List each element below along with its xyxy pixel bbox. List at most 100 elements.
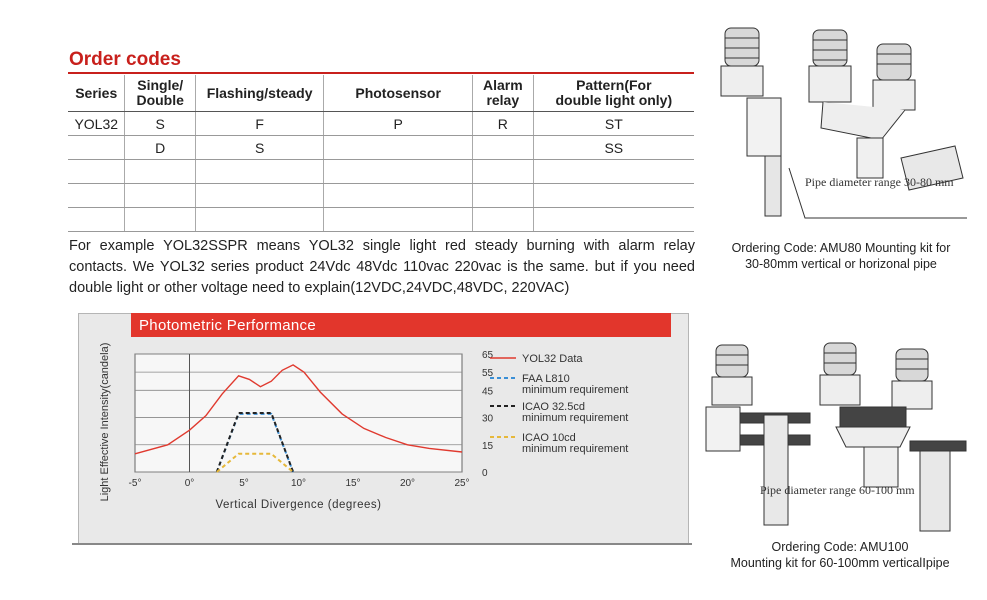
legend-label: YOL32 Data [522,353,583,365]
table-header-row: Series Single/Double Flashing/steady Photos… [68,75,694,112]
y-tick-label: 30 [482,414,494,425]
obstruction-light-icon [891,348,933,410]
y-tick-label: 65 [482,350,494,361]
chart-title-banner: Photometric Performance [131,313,671,337]
x-tick-label: -5° [129,478,142,489]
obstruction-light-icon [808,29,852,103]
table-cell: S [124,111,196,136]
legend-label: ICAO 10cd [522,432,576,444]
pipe-range-label: Pipe diameter range 60-100 mm [760,483,915,497]
example-paragraph: For example YOL32SSPR means YOL32 single… [69,238,695,296]
table-cell [471,135,534,160]
y-axis-label: Light Effective Intensity(candela) [99,343,111,502]
legend-sublabel: minimum requirement [522,412,628,424]
legend-sublabel: minimum requirement [522,443,628,455]
table-cell: S [194,135,324,160]
table-cell: SS [532,135,694,160]
amu100-caption: Ordering Code: AMU100 Mounting kit for 6… [700,539,980,571]
column-header-line: Flashing/steady [206,84,313,101]
column-header: Single/Double [124,75,196,112]
column-header-line: Single/ [137,77,184,93]
x-tick-label: 0° [185,478,195,489]
chart-title: Photometric Performance [139,317,316,334]
table-cell [471,183,534,208]
table-cell [323,183,473,208]
x-tick-label: 5° [239,478,249,489]
column-header-line: Series [75,84,118,101]
table-cell [471,207,534,232]
table-row [68,159,694,184]
table-cell [194,207,324,232]
amu80-mounting-kit-image: Pipe diameter range 30-80 mm [720,27,967,219]
table-cell [323,159,473,184]
order-title-rule [68,72,694,74]
table-cell: F [194,111,324,136]
table-cell [124,207,196,232]
y-tick-label: 15 [482,441,494,452]
y-tick-label: 0 [482,468,488,479]
table-cell [323,135,473,160]
bottom-rule [72,543,692,545]
obstruction-light-icon [872,43,916,111]
column-header-line: Double [136,92,184,108]
column-header: Series [68,75,125,112]
column-header: Flashing/steady [194,75,324,112]
amu100-mounting-kit-image: Pipe diameter range 60-100 mm [705,342,967,532]
x-tick-label: 25° [454,478,469,489]
table-cell [471,159,534,184]
table-cell [124,159,196,184]
amu80-caption: Ordering Code: AMU80 Mounting kit for 30… [707,240,975,272]
table-cell [68,135,125,160]
table-cell [532,207,694,232]
column-header-line: Pattern(For [576,77,652,93]
y-tick-label: 55 [482,368,494,379]
legend-label: ICAO 32.5cd [522,401,585,413]
column-header-line: relay [486,92,520,108]
order-codes-title: Order codes [69,49,181,70]
legend-sublabel: minimum requirement [522,384,628,396]
plot-area [134,353,463,473]
table-cell [532,183,694,208]
table-cell [68,183,125,208]
x-tick-label: 15° [345,478,360,489]
table-cell: P [323,111,473,136]
table-cell [532,159,694,184]
obstruction-light-icon [720,27,764,97]
series-line [216,452,294,473]
table-cell [68,159,125,184]
series-line [215,412,295,473]
table-cell [194,183,324,208]
pipe-range-label: Pipe diameter range 30-80 mm [805,175,954,189]
table-cell [68,207,125,232]
x-tick-label: 20° [400,478,415,489]
column-header-line: double light only) [555,92,673,108]
series-line [134,364,463,455]
amu100-caption-line-2: Mounting kit for 60-100mm verticalⅠpipe [730,556,950,570]
legend-label: FAA L810 [522,373,570,385]
table-cell: R [471,111,534,136]
y-tick-label: 45 [482,386,494,397]
x-tick-label: 10° [291,478,306,489]
table-row [68,183,694,208]
table-cell: ST [532,111,694,136]
amu80-caption-line-1: Ordering Code: AMU80 Mounting kit for [731,241,951,255]
amu100-caption-line-1: Ordering Code: AMU100 [771,540,909,554]
table-cell: YOL32 [68,111,125,136]
order-codes-table: Series Single/Double Flashing/steady Photos… [68,75,694,232]
column-header-line: Alarm [482,77,523,93]
table-cell [323,207,473,232]
photometric-chart: 0 15 30 45 55 65 -5° 0° 5° 10° 15° 20° 25° YOL32 Data… [99,343,628,511]
table-cell [124,183,196,208]
column-header: Photosensor [323,75,473,112]
x-axis-label: Vertical Divergence (degrees) [216,499,382,511]
obstruction-light-icon [819,342,861,406]
table-row [68,207,694,232]
table-cell [194,159,324,184]
amu80-caption-line-2: 30-80mm vertical or horizonal pipe [745,257,937,271]
table-cell: D [124,135,196,160]
column-header-line: Photosensor [355,84,441,101]
